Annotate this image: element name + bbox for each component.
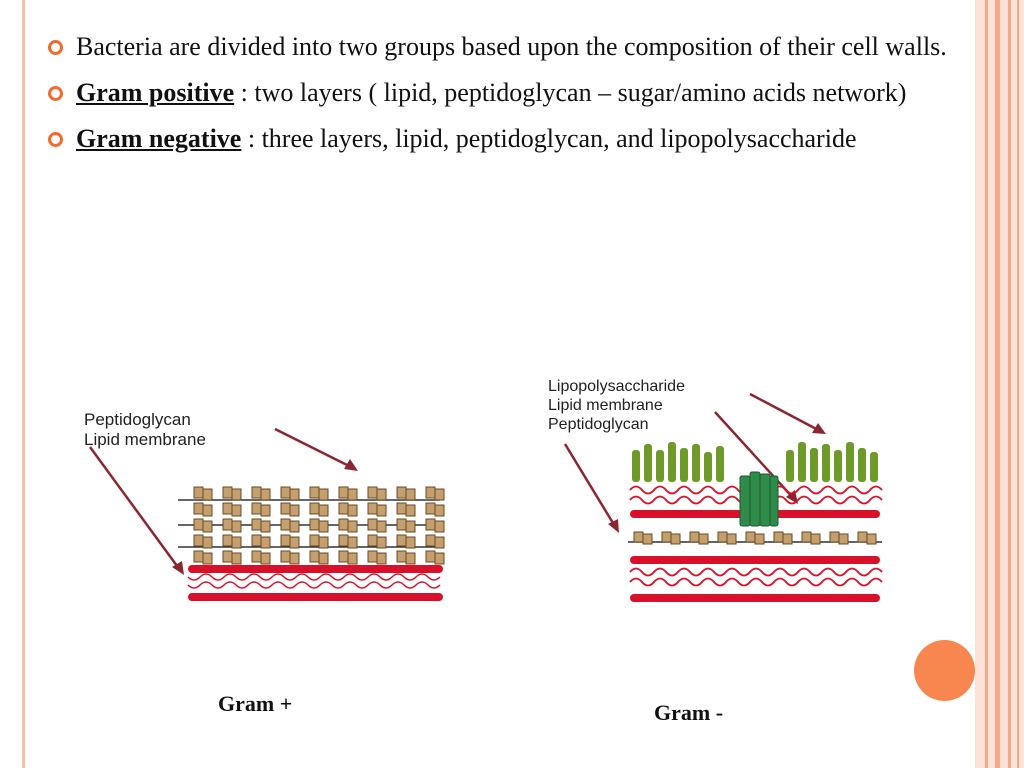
arrow-icon bbox=[274, 427, 356, 471]
left-decor-rule bbox=[22, 0, 25, 768]
peptidoglycan-layer bbox=[178, 486, 445, 565]
bullet-text: : two layers ( lipid, peptidoglycan – su… bbox=[234, 78, 907, 107]
gram-positive-diagram: Peptidoglycan Lipid membrane bbox=[70, 395, 460, 620]
arrow-icon bbox=[88, 446, 182, 571]
right-decor-band bbox=[975, 0, 1024, 768]
lipid-membrane-label: Lipid membrane bbox=[548, 397, 663, 414]
bullet-icon bbox=[48, 40, 63, 55]
bullet-lead: Gram positive bbox=[76, 78, 235, 107]
lipid-membrane-layer bbox=[187, 565, 443, 601]
bullet-item: Bacteria are divided into two groups bas… bbox=[48, 30, 958, 64]
inner-membrane-layer bbox=[629, 556, 883, 602]
lipopolysaccharide-layer bbox=[632, 442, 878, 482]
arrow-head-icon bbox=[812, 423, 826, 434]
bullet-list: Bacteria are divided into two groups bas… bbox=[48, 30, 958, 168]
arrow-head-icon bbox=[608, 519, 619, 533]
gram-negative-diagram: Lipopolysaccharide Lipid membrane Peptid… bbox=[540, 372, 890, 612]
bullet-icon bbox=[48, 132, 63, 147]
arrow-head-icon bbox=[344, 459, 358, 471]
bullet-item: Gram positive : two layers ( lipid, pept… bbox=[48, 76, 958, 110]
peptidoglycan-label: Peptidoglycan bbox=[548, 416, 649, 433]
bullet-lead: Gram negative bbox=[76, 124, 242, 153]
bullet-item: Gram negative : three layers, lipid, pep… bbox=[48, 122, 958, 156]
arrow-icon bbox=[749, 392, 823, 434]
arrow-head-icon bbox=[172, 561, 184, 575]
arrow-icon bbox=[563, 443, 618, 529]
peptidoglycan-layer bbox=[628, 531, 882, 545]
bullet-icon bbox=[48, 86, 63, 101]
arrow-icon bbox=[714, 411, 796, 501]
peptidoglycan-label: Peptidoglycan bbox=[84, 410, 191, 429]
lipid-membrane-label: Lipid membrane bbox=[84, 430, 206, 449]
porin-channel bbox=[739, 471, 779, 527]
bullet-text: : three layers, lipid, peptidoglycan, an… bbox=[241, 124, 857, 153]
gram-negative-caption: Gram - bbox=[654, 700, 724, 725]
gram-positive-caption: Gram + bbox=[218, 691, 293, 716]
bullet-text: Bacteria are divided into two groups bas… bbox=[76, 32, 947, 61]
accent-circle bbox=[914, 640, 975, 701]
lipopolysaccharide-label: Lipopolysaccharide bbox=[548, 378, 685, 395]
